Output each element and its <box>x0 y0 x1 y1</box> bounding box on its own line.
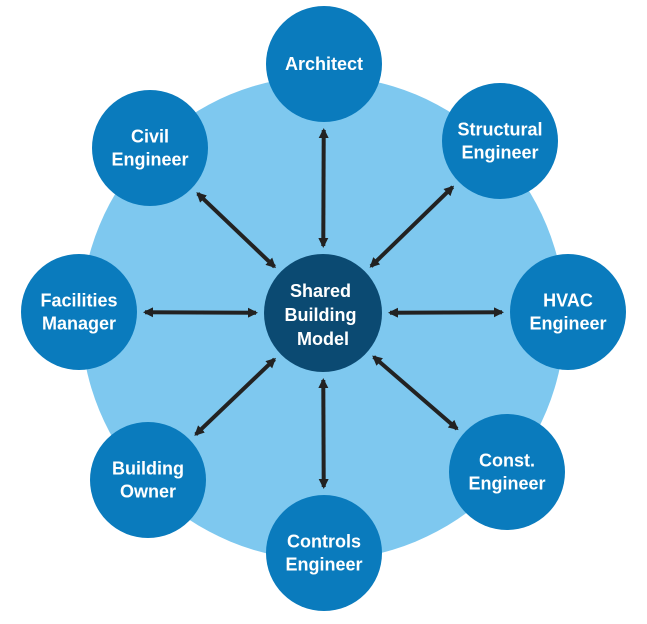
node-label-line: Engineer <box>468 474 545 494</box>
node-label-hvac-engineer: HVAC Engineer <box>529 291 606 334</box>
arrow-structural-engineer <box>369 185 455 268</box>
node-label-line: Controls <box>287 532 361 552</box>
node-label-line: Facilities <box>40 291 117 311</box>
center-label-line-3: Model <box>297 329 349 349</box>
node-architect: Architect <box>266 6 382 122</box>
center-label-line-1: Shared <box>290 281 351 301</box>
node-circle-structural-engineer <box>442 83 558 199</box>
node-circle-civil-engineer <box>92 90 208 206</box>
node-label-line: Const. <box>479 451 535 471</box>
node-label-line: Engineer <box>285 555 362 575</box>
arrow-civil-engineer <box>196 192 276 269</box>
node-circle-const-engineer <box>449 414 565 530</box>
node-label-line: Engineer <box>461 143 538 163</box>
center-label-line-2: Building <box>285 305 357 325</box>
arrow-building-owner <box>194 357 276 436</box>
node-circle-architect <box>266 6 382 122</box>
node-label-line: Civil <box>131 127 169 147</box>
node-label-line: Architect <box>285 54 363 74</box>
node-label-line: Structural <box>457 120 542 140</box>
node-label-line: Manager <box>42 314 116 334</box>
node-hvac-engineer: HVAC Engineer <box>510 254 626 370</box>
node-label-const-engineer: Const. Engineer <box>468 451 545 494</box>
node-label-line: Engineer <box>529 314 606 334</box>
svg-text:Shared Building Mo: Shared Building Model <box>285 281 362 349</box>
node-circle-hvac-engineer <box>510 254 626 370</box>
node-label-architect: Architect <box>285 54 363 74</box>
arrows-layer <box>142 127 505 490</box>
center-node: Shared Building Model <box>264 254 382 372</box>
node-circle-controls-engineer <box>266 495 382 611</box>
node-label-line: HVAC <box>543 291 593 311</box>
node-label-line: Building <box>112 459 184 479</box>
node-label-line: Engineer <box>111 150 188 170</box>
arrow-const-engineer <box>372 355 459 431</box>
node-circle-facilities-manager <box>21 254 137 370</box>
node-const-engineer: Const. Engineer <box>449 414 565 530</box>
node-circle-building-owner <box>90 422 206 538</box>
node-label-line: Owner <box>120 482 176 502</box>
